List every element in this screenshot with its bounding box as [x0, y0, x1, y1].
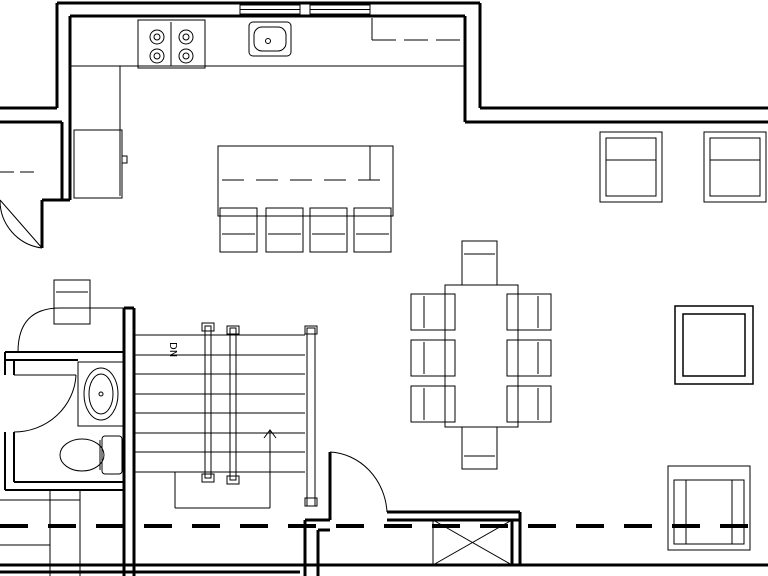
- staircase: [134, 322, 318, 509]
- entry-door: [0, 171, 43, 249]
- coffee-table: [674, 305, 754, 385]
- stair-direction-label: DN: [167, 342, 178, 357]
- island-stools: [219, 207, 392, 253]
- bathroom-door: [13, 307, 124, 433]
- lower-stair: [0, 490, 81, 576]
- kitchen-island: [217, 145, 394, 217]
- kitchen-window: [239, 4, 371, 15]
- armchair-right: [703, 131, 767, 203]
- armchair-left: [599, 131, 663, 203]
- sink-icon: [248, 21, 292, 57]
- chair-by-bath: [53, 279, 91, 325]
- bathroom-walls: [4, 351, 124, 491]
- toilet-icon: [59, 435, 123, 475]
- dishwasher: [371, 18, 460, 41]
- cooktop-icon: [137, 19, 206, 69]
- armchair-bottom: [667, 465, 751, 551]
- vanity-sink-icon: [77, 361, 125, 427]
- kitchen-counters: [70, 65, 465, 199]
- lower-door: [329, 451, 388, 520]
- dining-chairs: [410, 240, 552, 470]
